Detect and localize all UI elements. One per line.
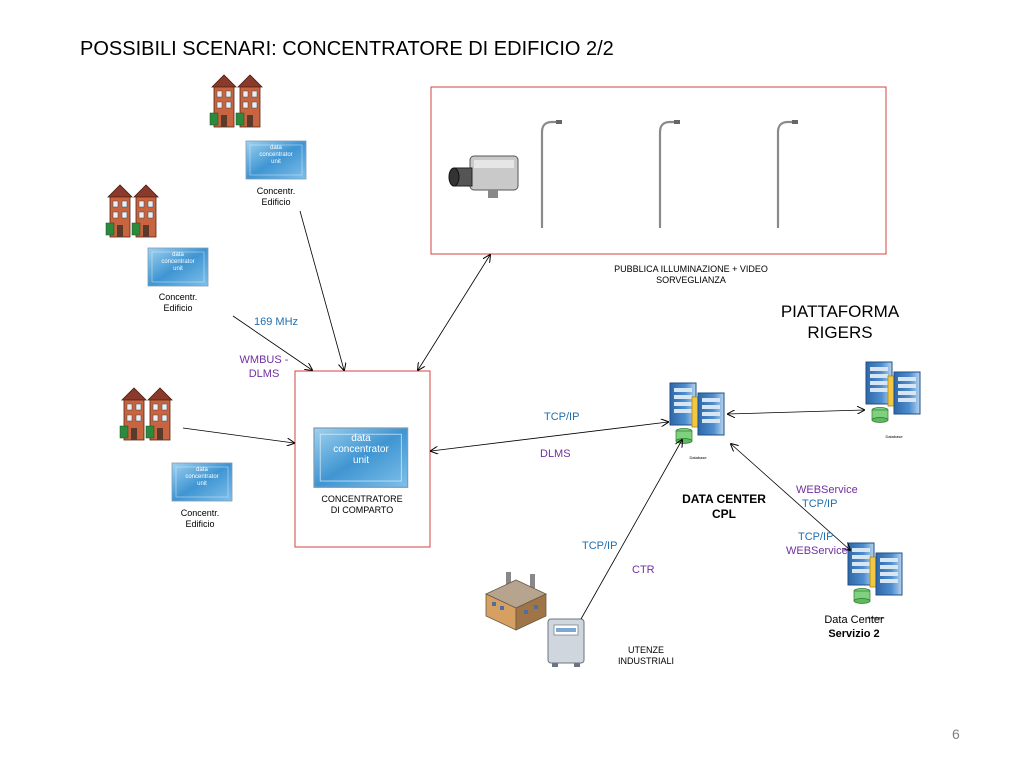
- webservice-label-1: WEBService: [796, 484, 858, 496]
- illuminazione-frame: [430, 86, 887, 255]
- database-label: Database: [867, 615, 885, 620]
- wmbus-label-line1: WMBUS -: [239, 354, 289, 366]
- dcu-card-text: data concentrator unit: [148, 252, 208, 273]
- utenze-label-line1: UTENZE: [628, 645, 664, 655]
- servers-icon: [847, 542, 903, 604]
- houses-icon: [105, 184, 159, 238]
- datacenter-servizio-label-line1: Data Center: [824, 614, 884, 626]
- dcu-text-line2: concentrator: [259, 151, 293, 158]
- wmbus-label: WMBUS - DLMS: [234, 354, 294, 382]
- concentratore-label-line1: CONCENTRATORE: [321, 494, 403, 504]
- piattaforma-label-line2: RIGERS: [807, 323, 873, 343]
- dcu-text-line1: data: [351, 433, 371, 444]
- street-lamp-icon: [776, 118, 800, 230]
- edificio-label-line2: Edificio: [163, 303, 193, 314]
- link-edificio3-to-concentratore: [182, 427, 294, 443]
- edificio-label-line2: Edificio: [261, 197, 291, 208]
- dcu-text-line3: unit: [352, 455, 370, 466]
- servers-icon: [669, 382, 725, 444]
- wmbus-label-line2: DLMS: [248, 367, 280, 380]
- dcu-card-text: data concentrator unit: [246, 145, 306, 166]
- utenze-label: UTENZE INDUSTRIALI: [606, 645, 686, 668]
- database-label: Database: [689, 455, 707, 460]
- dcu-card-text: data concentrator unit: [172, 467, 232, 488]
- dcu-text-line1: data: [270, 145, 282, 151]
- edificio-label: Concentr. Edificio: [246, 186, 306, 209]
- concentratore-frame: [294, 370, 431, 548]
- datacenter-servizio-label-line2: Servizio 2: [828, 627, 880, 640]
- link-concentratore-to-illuminazione: [418, 255, 490, 370]
- dcu-text-line1: data: [196, 467, 208, 473]
- link-datacenter-to-servizio2: [731, 444, 850, 550]
- link-datacenter-to-rigers: [728, 410, 864, 414]
- illuminazione-label-line2: SORVEGLIANZA: [656, 275, 726, 286]
- page-number: 6: [952, 726, 960, 742]
- tcpip-industrial-label: TCP/IP: [582, 540, 618, 552]
- webservice-label-2: WEBService: [786, 545, 848, 557]
- datacenter-servizio-label: Data Center Servizio 2: [812, 614, 896, 642]
- edificio-label: Concentr. Edificio: [170, 508, 230, 531]
- dcu-text-line3: unit: [197, 480, 207, 487]
- dcu-text-line1: data: [172, 252, 184, 258]
- illuminazione-label-line1: PUBBLICA ILLUMINAZIONE + VIDEO: [614, 264, 768, 274]
- houses-icon: [119, 387, 173, 441]
- edificio-label-line2: Edificio: [185, 519, 215, 530]
- concentratore-label: CONCENTRATORE DI COMPARTO: [310, 494, 414, 517]
- dcu-text-line3: unit: [271, 158, 281, 165]
- concentratore-label-line2: DI COMPARTO: [330, 505, 394, 516]
- gas-meter-icon: [547, 618, 585, 667]
- edificio-label-line1: Concentr.: [180, 508, 220, 518]
- tcpip-main-label: TCP/IP: [544, 411, 580, 423]
- illuminazione-label: PUBBLICA ILLUMINAZIONE + VIDEO SORVEGLIA…: [596, 264, 786, 287]
- dcu-text-line2: concentrator: [185, 473, 219, 480]
- link-edificio2-to-concentratore: [232, 315, 312, 370]
- freq-label: 169 MHz: [254, 316, 299, 328]
- tcpip-label-2: TCP/IP: [798, 531, 834, 543]
- datacenter-cpl-label-line2: CPL: [712, 507, 736, 521]
- servers-icon: [865, 361, 921, 423]
- dcu-text-line2: concentrator: [333, 444, 389, 455]
- page-title: POSSIBILI SCENARI: CONCENTRATORE DI EDIF…: [80, 38, 614, 60]
- houses-icon: [209, 74, 263, 128]
- link-edificio1-to-concentratore: [299, 210, 344, 370]
- street-lamp-icon: [658, 118, 682, 230]
- database-label: Database: [885, 434, 903, 439]
- video-camera-icon: [448, 155, 519, 198]
- piattaforma-label: PIATTAFORMA RIGERS: [770, 301, 910, 344]
- piattaforma-label-line1: PIATTAFORMA: [780, 302, 900, 321]
- edificio-label-line1: Concentr.: [158, 292, 198, 302]
- dcu-text-line2: concentrator: [161, 258, 195, 265]
- dlms-main-label: DLMS: [540, 448, 571, 460]
- link-concentratore-to-datacenter: [431, 422, 668, 451]
- dcu-text-line3: unit: [173, 265, 183, 272]
- ctr-label: CTR: [632, 564, 655, 576]
- link-utenze-to-datacenter: [580, 440, 682, 620]
- dcu-card-text-large: data concentrator unit: [314, 433, 408, 466]
- utenze-label-line2: INDUSTRIALI: [617, 656, 674, 667]
- street-lamp-icon: [540, 118, 564, 230]
- factory-icon: [485, 572, 547, 631]
- tcpip-label-1: TCP/IP: [802, 498, 838, 510]
- datacenter-cpl-label-line1: DATA CENTER: [682, 492, 766, 506]
- edificio-label-line1: Concentr.: [256, 186, 296, 196]
- datacenter-cpl-label: DATA CENTER CPL: [672, 492, 776, 522]
- edificio-label: Concentr. Edificio: [148, 292, 208, 315]
